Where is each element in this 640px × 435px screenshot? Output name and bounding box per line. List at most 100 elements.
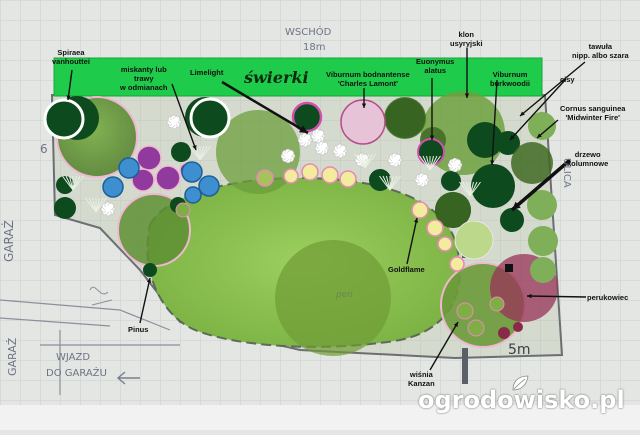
- spruce-band: [53, 57, 543, 97]
- grass-4: [379, 175, 401, 191]
- leader-klon: [464, 48, 470, 98]
- label-viburnum-burkwoodii: Viburnum burkwoodii: [490, 70, 530, 88]
- flower-2: [297, 132, 313, 148]
- flower-1: [166, 114, 182, 130]
- shrub-column-0: [528, 112, 556, 140]
- flower-1-center: [170, 118, 178, 126]
- shrub-olive-2: [511, 142, 553, 184]
- flower-8-center: [451, 161, 459, 169]
- shrub-blue-2: [181, 161, 203, 183]
- shrub-dark-4: [171, 142, 191, 162]
- shrub-goldflame-6: [426, 219, 444, 237]
- driveway-lines: [0, 299, 180, 395]
- east-label: WSCHÓD: [285, 27, 332, 38]
- label-wisnia: wiśnia Kanzan: [408, 370, 435, 388]
- entrance-label-2: DO GARAŻU: [46, 368, 107, 379]
- leader-spiraea-line: [67, 69, 73, 101]
- shrub-goldflame-5: [411, 201, 429, 219]
- leader-drzewo-line: [510, 158, 572, 212]
- flower-10-center: [314, 132, 322, 140]
- leader-tawula-head: [520, 111, 525, 116]
- leader-tawula-line: [519, 61, 586, 117]
- dimension-side: 6: [40, 142, 48, 156]
- tree-center: [275, 240, 391, 356]
- leader-wisnia: [429, 321, 459, 371]
- leader-goldflame: [406, 217, 419, 265]
- leader-euonymus-head: [429, 135, 435, 140]
- label-tawula: tawuła nipp. albo szara: [572, 42, 629, 60]
- garage-label: GARAŻ: [2, 220, 16, 262]
- leader-miskanty: [171, 83, 197, 151]
- leader-spiraea: [66, 69, 73, 101]
- shrub-goldflame-3: [321, 166, 339, 184]
- flower-7-center: [418, 176, 426, 184]
- shrub-blue-4: [184, 186, 202, 204]
- shrub-maroon-0: [498, 327, 510, 339]
- grass-5-blade: [429, 155, 441, 171]
- entrance-label-1: WJAZD: [56, 352, 91, 363]
- shrub-goldflame-1: [283, 168, 299, 184]
- shrub-viburnum-bodnantense: [340, 99, 386, 145]
- label-viburnum-bodnantense: Viburnum bodnantense 'Charles Lamont': [326, 70, 410, 88]
- shrub-dark-15: [143, 263, 157, 277]
- leader-spiraea-head: [66, 95, 71, 100]
- leader-pinus-head: [146, 278, 152, 283]
- label-euonymus: Euonymus alatus: [416, 57, 455, 75]
- leader-perukowiec-head: [527, 293, 532, 299]
- shrub-small-2: [467, 319, 485, 337]
- dimension-bottom: 5m: [508, 342, 531, 358]
- bottom-strip: [0, 405, 640, 430]
- watermark: ogrodowisko.pl: [418, 386, 625, 414]
- leader-tawula: [519, 61, 586, 117]
- leaf-logo-icon: [512, 375, 529, 391]
- label-spiraea: Spiraea vanhouttei: [52, 48, 90, 66]
- grass-6: [459, 181, 481, 197]
- garage-label-2: GARAŻ: [6, 337, 19, 376]
- shrub-goldflame-8: [449, 256, 465, 272]
- leader-pinus: [139, 277, 152, 324]
- label-klon: klon usyryjski: [450, 30, 483, 48]
- leader-cisy-head: [510, 135, 515, 140]
- leader-klon-head: [464, 93, 470, 98]
- flower-6: [387, 152, 403, 168]
- label-cisy: cisy: [560, 75, 575, 84]
- flower-4-center: [336, 147, 344, 155]
- grass-1-blade: [95, 197, 107, 213]
- pen-label: pen: [336, 290, 353, 300]
- label-perukowiec: perukowiec: [587, 293, 629, 302]
- shrub-small-3: [489, 296, 505, 312]
- flower-0-center: [104, 205, 112, 213]
- label-pinus: Pinus: [128, 325, 149, 334]
- leader-drzewo-head: [512, 201, 521, 210]
- leader-limelight: [221, 80, 309, 135]
- shrub-ring-mid: [189, 97, 231, 139]
- shrub-dark-8: [471, 164, 515, 208]
- shrub-dark-10: [500, 208, 524, 232]
- leader-miskanty-line: [171, 83, 197, 151]
- shrub-dark-11: [496, 131, 520, 155]
- shrub-purple-0: [136, 145, 162, 171]
- grass-2-blade: [199, 145, 211, 161]
- shrub-dark-0: [54, 197, 76, 219]
- dimension-top: 18m: [303, 42, 326, 53]
- label-limelight: Limelight: [190, 68, 224, 77]
- shrub-small-0: [175, 202, 191, 218]
- flower-8: [447, 157, 463, 173]
- shrub-column-4: [454, 220, 494, 260]
- leader-wisnia-line: [429, 321, 459, 371]
- tree-limelight: [216, 110, 300, 194]
- flower-2-center: [301, 136, 309, 144]
- shrub-olive-0: [384, 97, 426, 139]
- flower-3-center: [318, 144, 326, 152]
- leader-cornus: [536, 119, 559, 139]
- marker-square: [505, 264, 513, 272]
- flower-10: [310, 128, 326, 144]
- label-cornus: Cornus sanguinea 'Midwinter Fire': [560, 104, 626, 122]
- leader-goldflame-head: [413, 218, 419, 223]
- shrub-small-1: [456, 302, 474, 320]
- shrub-dark-1: [56, 176, 74, 194]
- grass-0: [62, 175, 84, 191]
- shrub-column-3: [530, 257, 556, 283]
- shrub-olive-1: [435, 192, 471, 228]
